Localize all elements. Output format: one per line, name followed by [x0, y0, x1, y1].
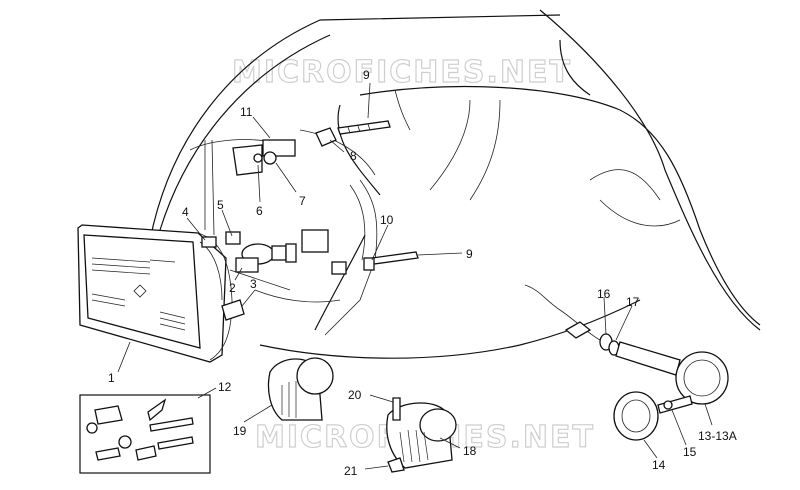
turn-signal-rear [524, 284, 729, 405]
callout-2: 2 [229, 281, 236, 295]
adjuster-bracket [232, 127, 337, 176]
horn-left [267, 357, 334, 421]
callout-8: 8 [350, 149, 357, 163]
leader-lines [117, 82, 713, 470]
watermark-top: MICROFICHES.NET [232, 55, 572, 90]
callout-3: 3 [250, 277, 257, 291]
callout-19: 19 [233, 424, 247, 438]
headlamp-assembly [77, 224, 233, 363]
adjuster-screws [331, 120, 419, 275]
callout-1: 1 [108, 371, 115, 385]
callout-13-13a: 13-13A [698, 429, 737, 443]
callout-20: 20 [348, 388, 362, 402]
callout-7: 7 [299, 194, 306, 208]
parts-kit-box [79, 394, 211, 474]
callout-18: 18 [463, 444, 477, 458]
callout-11: 11 [240, 105, 253, 119]
callout-21: 21 [344, 464, 358, 478]
callout-6: 6 [256, 204, 263, 218]
horn-right [386, 397, 457, 473]
callout-4: 4 [182, 205, 189, 219]
callout-12: 12 [218, 380, 232, 394]
callout-5: 5 [217, 198, 224, 212]
callout-16: 16 [597, 287, 611, 301]
turn-signal-front [613, 391, 693, 441]
callout-9-right: 9 [466, 247, 473, 261]
callout-10: 10 [380, 213, 394, 227]
callout-labels: 9 11 8 7 6 5 4 10 9 2 3 1 12 19 20 21 18… [108, 68, 737, 478]
callout-14: 14 [652, 458, 666, 472]
callout-9-top: 9 [363, 68, 370, 82]
callout-17: 17 [626, 295, 640, 309]
callout-15: 15 [683, 445, 697, 459]
